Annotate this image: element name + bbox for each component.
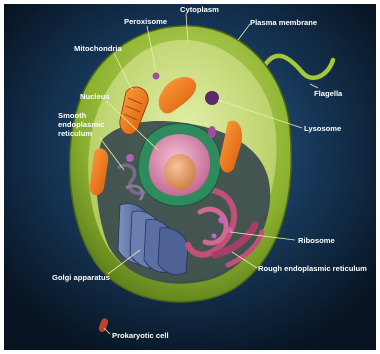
label-lysosome: Lysosome [304, 124, 341, 133]
label-prokaryotic-cell: Prokaryotic cell [112, 331, 169, 340]
nucleus [138, 123, 221, 206]
label-flagella: Flagella [314, 89, 343, 98]
peroxisome [153, 73, 160, 80]
label-golgi-apparatus: Golgi apparatus [52, 273, 110, 282]
label-plasma-membrane: Plasma membrane [250, 18, 317, 27]
label-smooth-er-line3: reticulum [58, 129, 92, 138]
label-rough-er: Rough endoplasmic reticulum [258, 264, 367, 273]
label-smooth-er-line2: endoplasmic [58, 120, 104, 129]
ribosome [212, 234, 217, 239]
ribosome [228, 228, 233, 233]
lysosome [205, 91, 219, 105]
vesicle [126, 154, 134, 162]
vesicle [208, 126, 216, 138]
label-peroxisome: Peroxisome [124, 17, 167, 26]
ribosome [219, 217, 226, 224]
label-nucleus: Nucleus [80, 92, 110, 101]
label-smooth-er-line1: Smooth [58, 111, 87, 120]
label-mitochondria: Mitochondria [74, 44, 122, 53]
nucleolus [164, 154, 196, 190]
label-ribosome: Ribosome [298, 236, 335, 245]
label-cytoplasm: Cytoplasm [180, 5, 219, 14]
